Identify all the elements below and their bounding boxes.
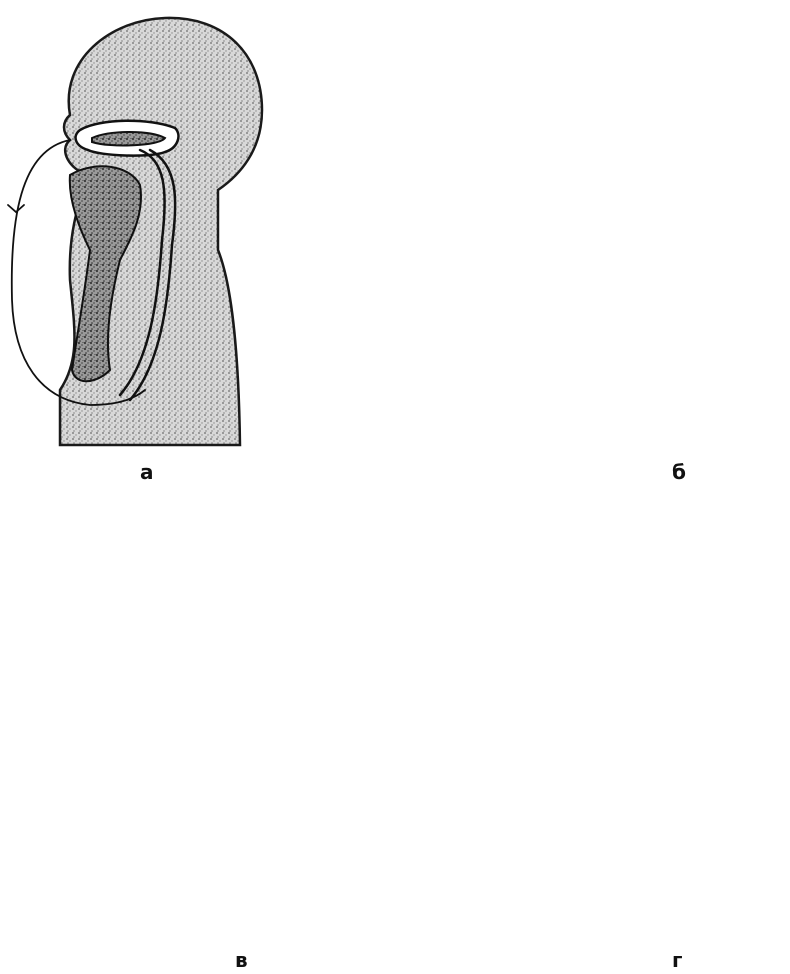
panel-label-b: б [672,462,686,482]
panel-label-g: г [672,950,682,970]
panel-label-v: в [235,950,248,970]
panel-a-drawing [8,18,262,445]
panel-label-a: а [140,462,154,482]
